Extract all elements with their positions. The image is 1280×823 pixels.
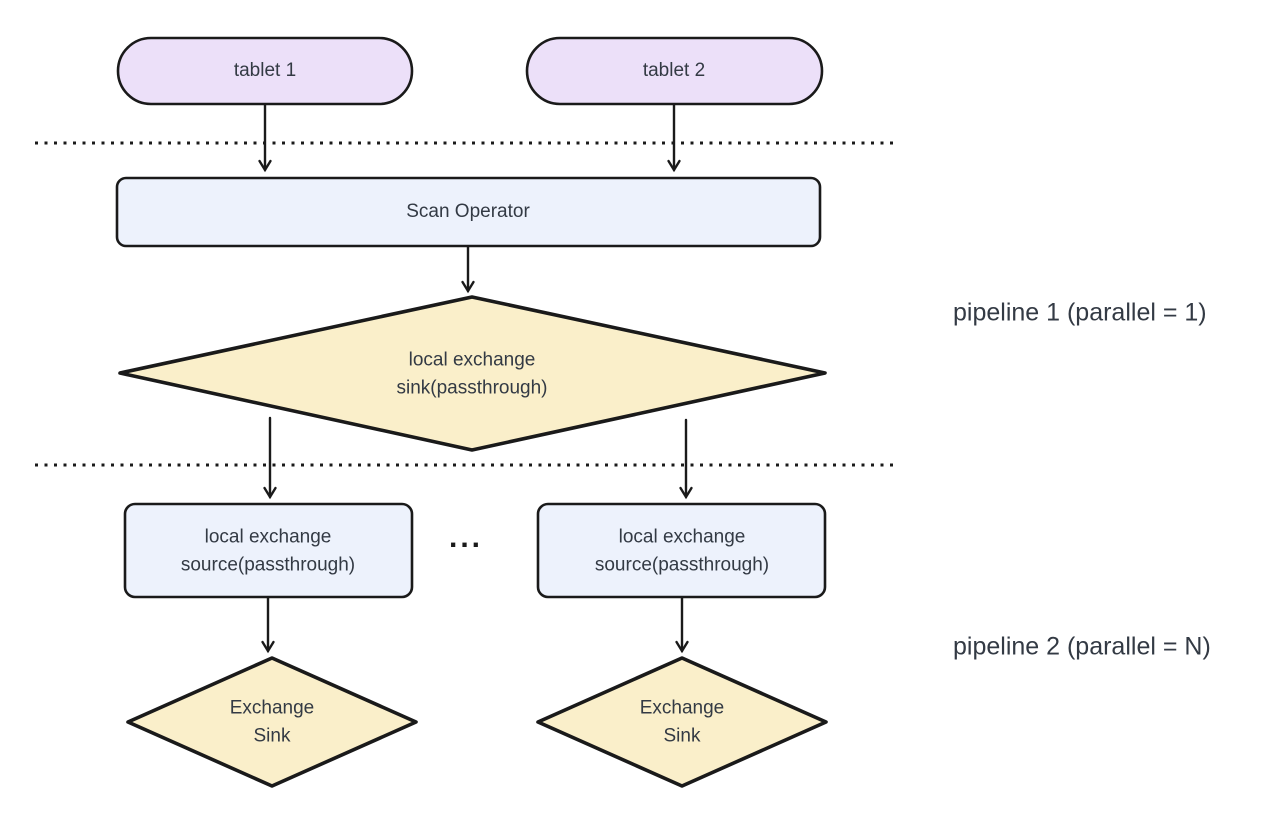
- exchange-sink-right-shape: [536, 656, 828, 788]
- exchange-sink-left-label: Exchange Sink: [230, 694, 315, 749]
- local-exchange-source-left-label-line2: source(passthrough): [180, 554, 356, 575]
- local-exchange-source-right-label-line1: local exchange: [618, 526, 746, 548]
- pipeline-1-label: pipeline 1 (parallel = 1): [953, 298, 1207, 327]
- tablet-1-label: tablet 1: [233, 60, 297, 82]
- ellipsis-label: ...: [448, 521, 484, 554]
- exchange-sink-left-label-line2: Sink: [253, 725, 291, 746]
- exchange-sink-right-label-line1: Exchange: [639, 697, 725, 719]
- local-exchange-sink-shape: [118, 295, 827, 452]
- local-exchange-source-right-label-line2: source(passthrough): [594, 554, 770, 575]
- exchange-sink-left-shape: [126, 656, 418, 788]
- local-exchange-sink-label-line1: local exchange: [408, 349, 536, 371]
- pipeline-2-label: pipeline 2 (parallel = N): [953, 632, 1211, 661]
- tablet-2-label: tablet 2: [642, 60, 706, 82]
- local-exchange-source-left-label: local exchange source(passthrough): [181, 523, 355, 578]
- scan-operator-label: Scan Operator: [406, 201, 530, 223]
- exchange-sink-left-label-line1: Exchange: [229, 697, 315, 719]
- exchange-sink-right-label-line2: Sink: [663, 725, 701, 746]
- local-exchange-source-left-label-line1: local exchange: [204, 526, 332, 548]
- local-exchange-sink-label: local exchange sink(passthrough): [396, 346, 547, 401]
- local-exchange-source-right-label: local exchange source(passthrough): [595, 523, 769, 578]
- local-exchange-sink-label-line2: sink(passthrough): [396, 377, 548, 398]
- exchange-sink-right-label: Exchange Sink: [640, 694, 725, 749]
